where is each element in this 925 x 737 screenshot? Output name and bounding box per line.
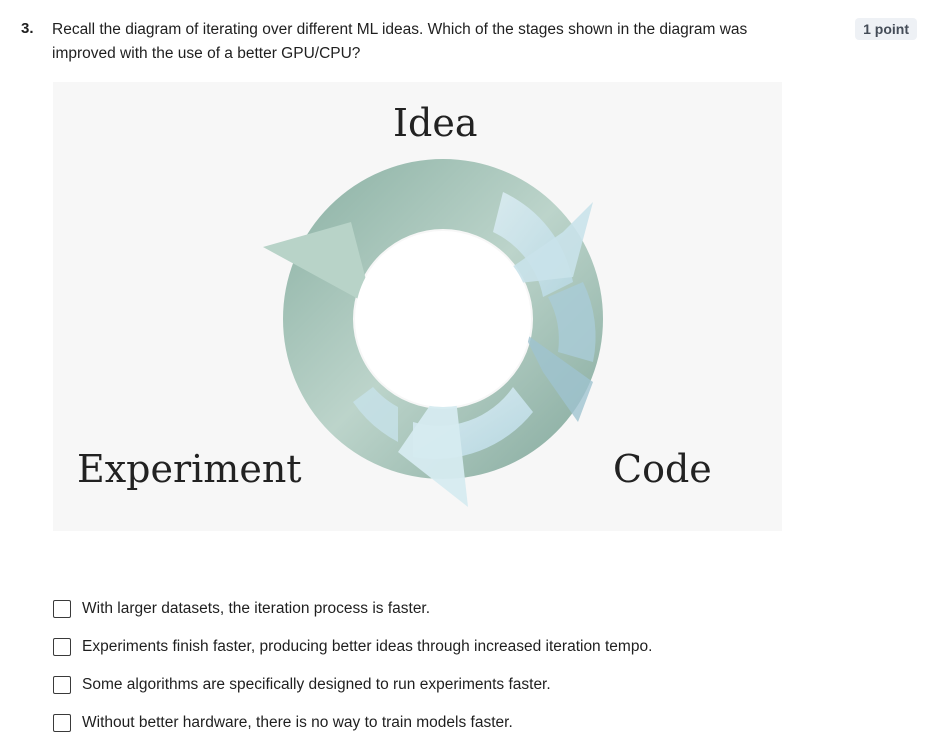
- label-code: Code: [613, 447, 712, 491]
- arrow-segment-right: [548, 282, 596, 362]
- arrow-segment-lower-left: [353, 387, 398, 442]
- option-4-checkbox[interactable]: [53, 714, 71, 732]
- question-text: Recall the diagram of iterating over dif…: [52, 21, 748, 62]
- arrow-head-to-code-upper: [483, 202, 593, 287]
- cycle-arrows-graphic: [263, 159, 603, 507]
- points-badge: 1 point: [855, 18, 917, 40]
- iteration-cycle-diagram: Idea Experiment Code: [53, 82, 782, 531]
- option-2-checkbox[interactable]: [53, 638, 71, 656]
- arrow-head-to-code: [523, 332, 593, 422]
- option-4[interactable]: Without better hardware, there is no way…: [53, 712, 652, 734]
- option-1-label: With larger datasets, the iteration proc…: [82, 600, 431, 617]
- option-3-checkbox[interactable]: [53, 676, 71, 694]
- option-1[interactable]: With larger datasets, the iteration proc…: [53, 598, 652, 620]
- option-2-label: Experiments finish faster, producing bet…: [82, 638, 653, 655]
- arrow-head-to-idea: [263, 222, 373, 307]
- option-3-label: Some algorithms are specifically designe…: [82, 676, 551, 693]
- question-number: 3.: [21, 20, 34, 37]
- answer-options: With larger datasets, the iteration proc…: [53, 598, 652, 737]
- option-1-checkbox[interactable]: [53, 600, 71, 618]
- label-experiment: Experiment: [77, 447, 302, 491]
- label-idea: Idea: [393, 101, 478, 145]
- option-3[interactable]: Some algorithms are specifically designe…: [53, 674, 652, 696]
- option-4-label: Without better hardware, there is no way…: [82, 714, 513, 731]
- cycle-center: [355, 231, 531, 407]
- option-2[interactable]: Experiments finish faster, producing bet…: [53, 636, 652, 658]
